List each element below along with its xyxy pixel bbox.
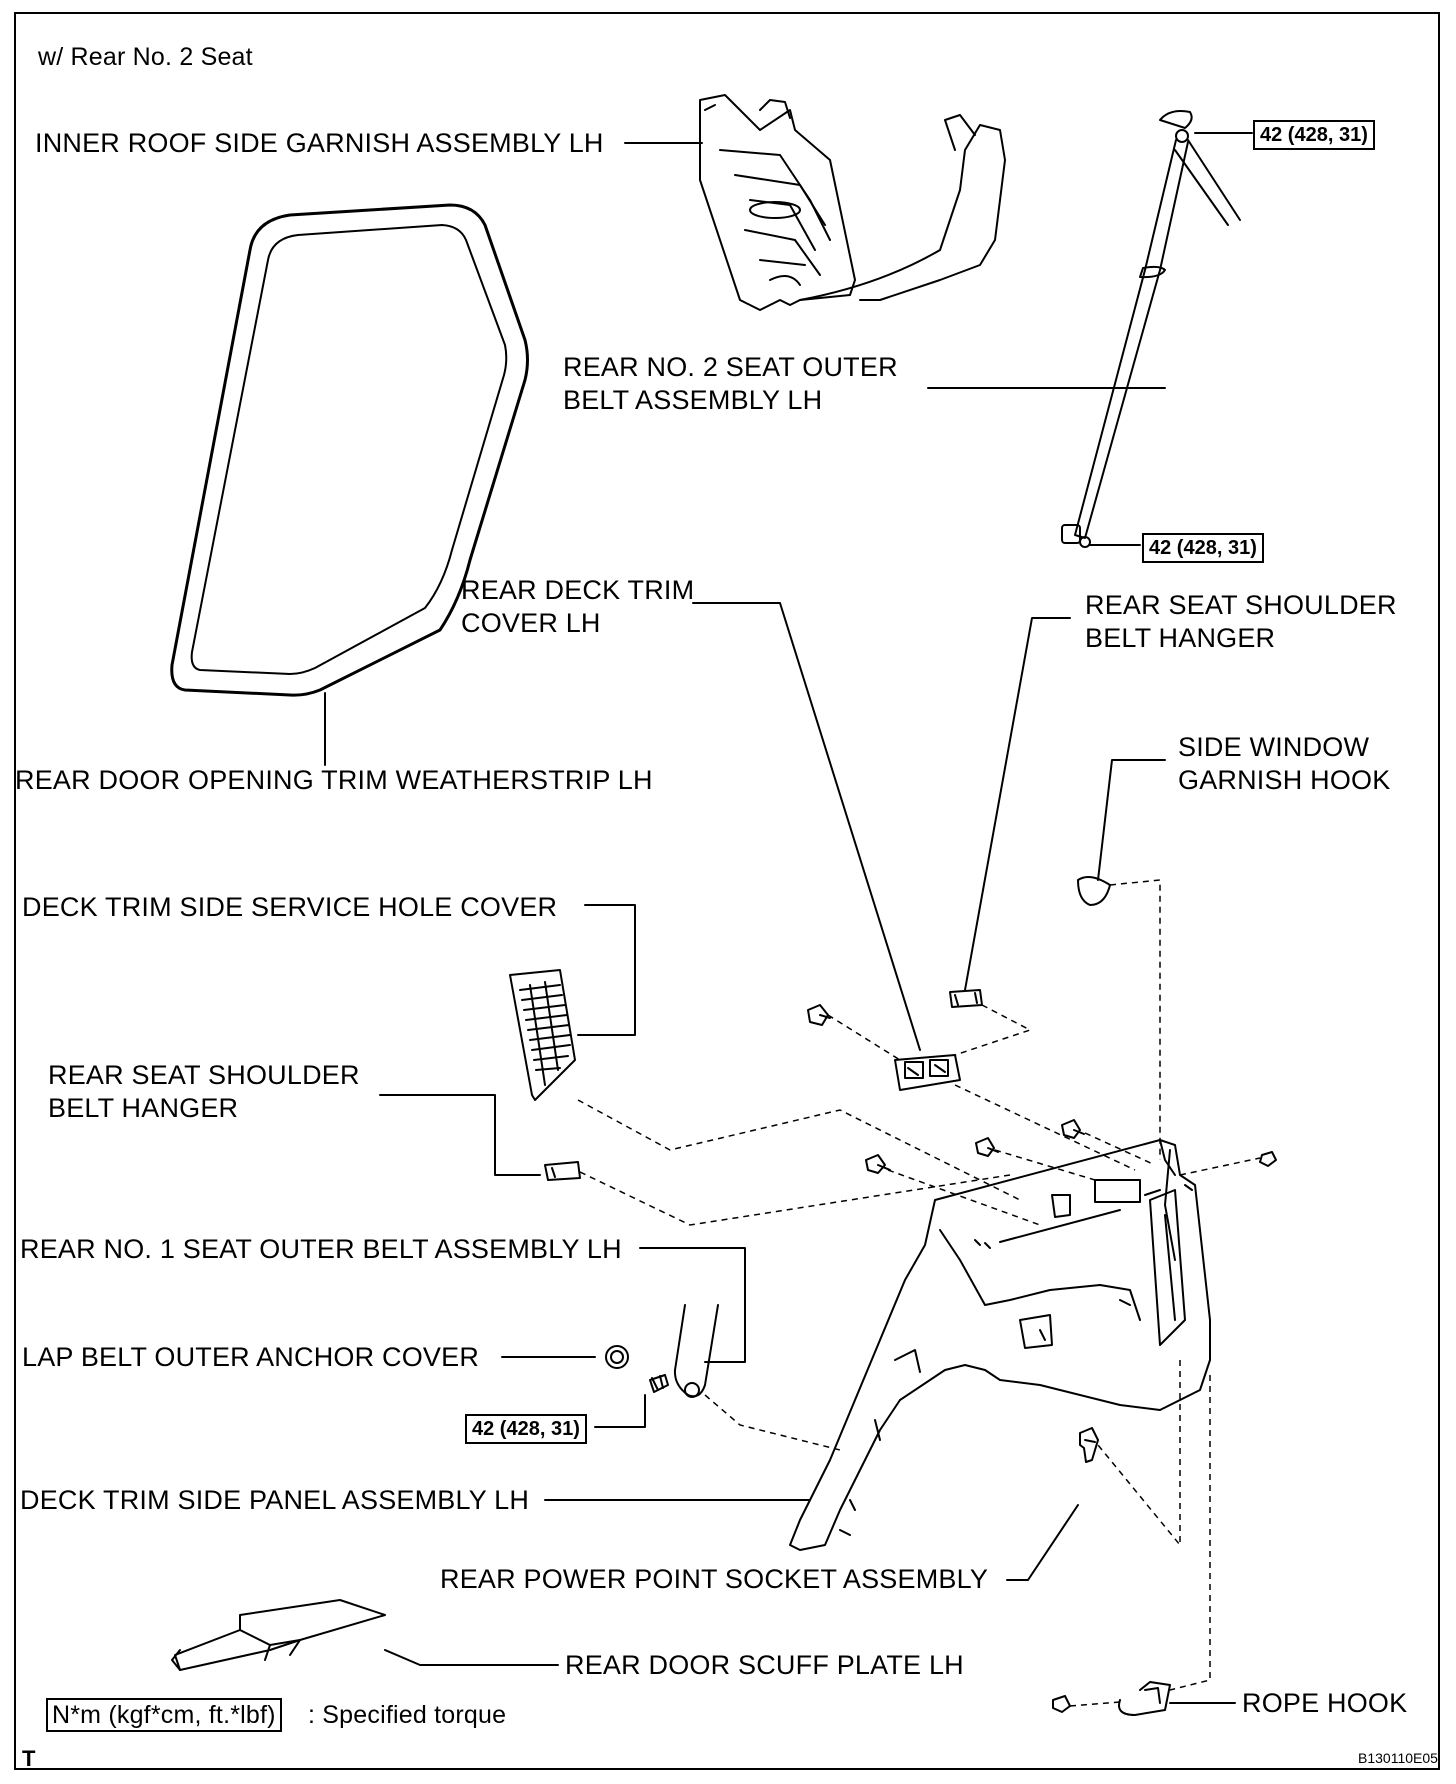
label-deck-cover-line2: COVER LH: [461, 608, 601, 638]
label-service-hole-cover: DECK TRIM SIDE SERVICE HOLE COVER: [22, 892, 558, 922]
torque-box-lower-belt: 42 (428, 31): [465, 1414, 587, 1444]
label-no2-belt-line2: BELT ASSEMBLY LH: [563, 385, 823, 415]
scuff-plate-part: [171, 1599, 386, 1671]
label-scuff-plate: REAR DOOR SCUFF PLATE LH: [565, 1650, 964, 1680]
lap-cover-part: [605, 1345, 629, 1369]
no1-belt-leader: [639, 1247, 746, 1363]
torque-box-belt-top: 42 (428, 31): [1253, 120, 1375, 150]
fasteners: [807, 1004, 1277, 1713]
legend-description: : Specified torque: [308, 1701, 507, 1729]
label-side-window-hook-line1: SIDE WINDOW: [1178, 732, 1370, 762]
corner-mark: T: [22, 1746, 36, 1771]
torque-box-belt-bottom: 42 (428, 31): [1142, 533, 1264, 563]
service-hole-leader: [577, 904, 636, 1036]
label-side-window-hook-line2: GARNISH HOOK: [1178, 765, 1391, 795]
label-lower-hanger-line2: BELT HANGER: [48, 1093, 239, 1123]
power-socket-leader: [1006, 1504, 1079, 1581]
no1-seat-belt-part: [649, 1304, 719, 1398]
scuff-plate-leader: [384, 1649, 559, 1666]
side-window-hook-part: [1077, 875, 1111, 906]
rope-hook-part: [1118, 1681, 1171, 1716]
legend-unit-box: N*m (kgf*cm, ft.*lbf): [46, 1698, 282, 1732]
label-weatherstrip: REAR DOOR OPENING TRIM WEATHERSTRIP LH: [15, 765, 653, 795]
label-no2-belt-line1: REAR NO. 2 SEAT OUTER: [563, 352, 898, 382]
label-lower-hanger-line1: REAR SEAT SHOULDER: [48, 1060, 360, 1090]
label-deck-cover-line1: REAR DECK TRIM: [461, 575, 695, 605]
lower-hanger-part: [544, 1161, 581, 1181]
label-upper-hanger-line1: REAR SEAT SHOULDER: [1085, 590, 1397, 620]
label-inner-roof-garnish: INNER ROOF SIDE GARNISH ASSEMBLY LH: [35, 128, 604, 158]
label-upper-hanger-line2: BELT HANGER: [1085, 623, 1276, 653]
label-side-panel: DECK TRIM SIDE PANEL ASSEMBLY LH: [20, 1485, 530, 1515]
figure-code: B130110E05: [1358, 1750, 1438, 1766]
inner-roof-garnish-part: [699, 94, 1006, 311]
diagram-frame: [14, 12, 1440, 1770]
upper-hanger-leader: [964, 617, 1071, 991]
upper-hanger-part: [949, 989, 983, 1008]
weatherstrip-part: [170, 203, 529, 697]
deck-trim-side-panel-part: [789, 1139, 1211, 1551]
torque-low-leader: [594, 1394, 646, 1428]
variant-label: w/ Rear No. 2 Seat: [38, 43, 253, 71]
label-lap-belt-cover: LAP BELT OUTER ANCHOR COVER: [22, 1342, 480, 1372]
label-power-socket: REAR POWER POINT SOCKET ASSEMBLY: [440, 1564, 989, 1594]
lower-hanger-leader: [379, 1094, 541, 1176]
service-hole-cover-part: [509, 969, 576, 1101]
deck-cover-leader: [692, 602, 921, 1051]
side-window-hook-leader: [1097, 759, 1166, 881]
deck-trim-cover-part: [894, 1054, 961, 1091]
label-rope-hook: ROPE HOOK: [1242, 1688, 1408, 1718]
assembly-dashed-lines: [577, 879, 1261, 1707]
label-no1-belt: REAR NO. 1 SEAT OUTER BELT ASSEMBLY LH: [20, 1234, 622, 1264]
no2-seat-belt-part: [1061, 110, 1241, 548]
